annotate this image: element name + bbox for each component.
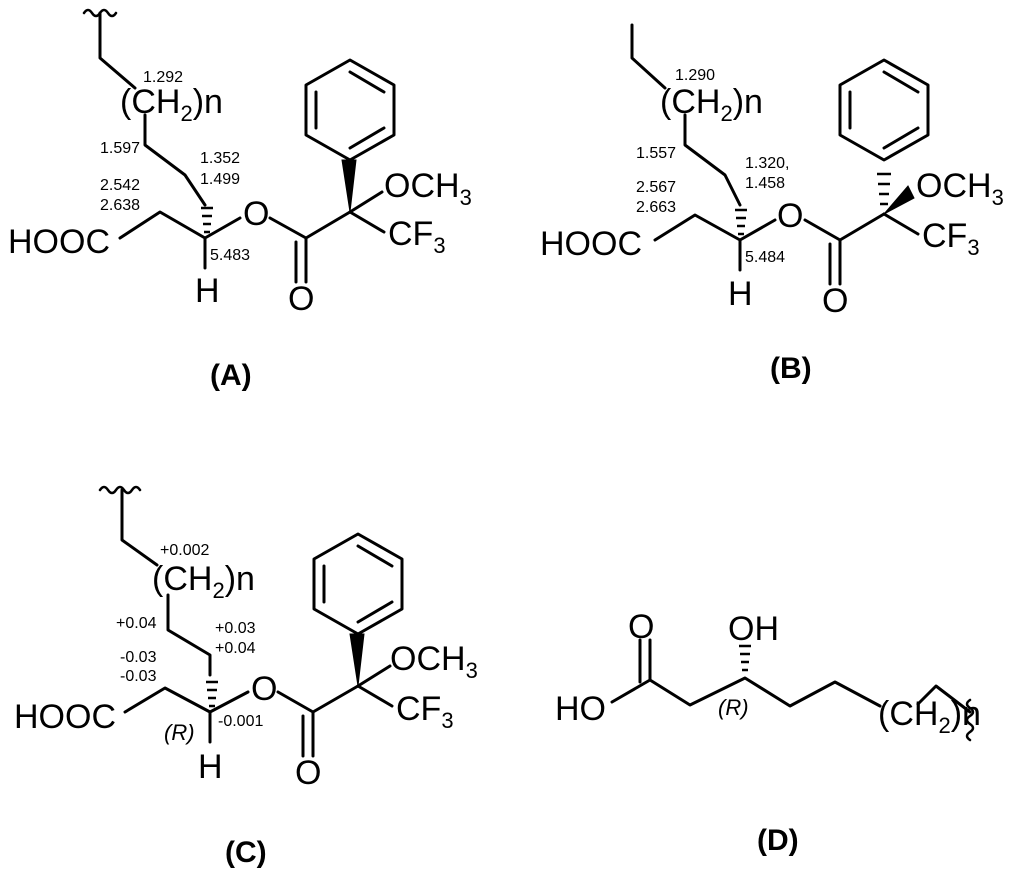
hashed-bond-b-phenyl <box>877 172 891 206</box>
stereo-descriptor: (R) <box>718 695 749 720</box>
shift-label: +0.04 <box>116 615 157 632</box>
hydroxyl-group: OH <box>728 610 779 648</box>
trifluoromethyl-group: CF3 <box>396 690 454 733</box>
shift-label: 1.352 <box>200 150 240 167</box>
panel-label-b: (B) <box>770 352 812 385</box>
methoxy-group: OCH3 <box>390 640 478 683</box>
hydrogen: H <box>198 748 223 786</box>
shift-label: 2.663 <box>636 199 676 216</box>
shift-label: +0.04 <box>215 640 256 657</box>
shift-label: -0.03 <box>120 649 157 666</box>
panel-label-a: (A) <box>210 359 252 392</box>
methylene-chain: (CH2)n <box>660 83 763 126</box>
wavy-bond-icon <box>965 698 975 742</box>
carbonyl-oxygen: O <box>295 754 321 792</box>
shift-label: 1.290 <box>675 67 715 84</box>
carbonyl-oxygen: O <box>822 282 848 320</box>
trifluoromethyl-group: CF3 <box>388 215 446 258</box>
shift-label: 1.597 <box>100 140 140 157</box>
hydrogen: H <box>728 275 753 313</box>
acid-group: HOOC <box>14 698 116 736</box>
shift-label: 2.638 <box>100 197 140 214</box>
panel-label-c: (C) <box>225 836 267 869</box>
carbonyl-oxygen: O <box>288 280 314 318</box>
shift-label: 1.458 <box>745 175 785 192</box>
trifluoromethyl-group: CF3 <box>922 217 980 260</box>
shift-label: 2.542 <box>100 177 140 194</box>
methylene-chain: (CH2)n <box>878 695 981 738</box>
ester-oxygen: O <box>777 197 803 235</box>
stereo-descriptor: (R) <box>164 720 195 745</box>
acid-group: HOOC <box>8 223 110 261</box>
methoxy-group: OCH3 <box>384 167 472 210</box>
carbonyl-oxygen: O <box>628 608 654 646</box>
shift-label: -0.001 <box>218 713 263 730</box>
shift-label: 1.292 <box>143 69 183 86</box>
ester-oxygen: O <box>251 670 277 708</box>
structure-c: HOOC H O O OCH3 CF3 (CH2)n (R) +0.002 +0… <box>14 485 478 869</box>
acid-hydroxyl: HO <box>555 690 606 728</box>
shift-label: 1.320, <box>745 155 789 172</box>
shift-label: +0.002 <box>160 542 209 559</box>
shift-label: 1.557 <box>636 145 676 162</box>
methylene-chain: (CH2)n <box>120 83 223 126</box>
shift-label: -0.03 <box>120 668 157 685</box>
methoxy-group: OCH3 <box>916 167 1004 210</box>
acid-group: HOOC <box>540 225 642 263</box>
shift-label: 2.567 <box>636 179 676 196</box>
panel-label-d: (D) <box>757 824 799 857</box>
structure-b: HOOC H O O OCH3 CF3 (CH2)n 1.290 1.557 1… <box>540 23 1004 385</box>
ester-oxygen: O <box>243 195 269 233</box>
shift-label: 5.483 <box>210 247 250 264</box>
wavy-bond-icon <box>98 485 142 495</box>
hashed-bond-a <box>201 206 213 234</box>
hashed-bond-b <box>735 208 747 236</box>
methylene-chain: (CH2)n <box>152 560 255 603</box>
hashed-bond-d <box>739 644 751 672</box>
shift-label: +0.03 <box>215 620 256 637</box>
structure-d: HO O OH (R) (CH2)n (D) <box>555 608 981 857</box>
hashed-bond-c <box>206 680 218 708</box>
structure-a: HOOC H O O OCH3 CF3 (CH2)n 1.292 1.597 1… <box>8 8 472 392</box>
hydrogen: H <box>195 272 220 310</box>
shift-label: 5.484 <box>745 249 785 266</box>
shift-label: 1.499 <box>200 171 240 188</box>
